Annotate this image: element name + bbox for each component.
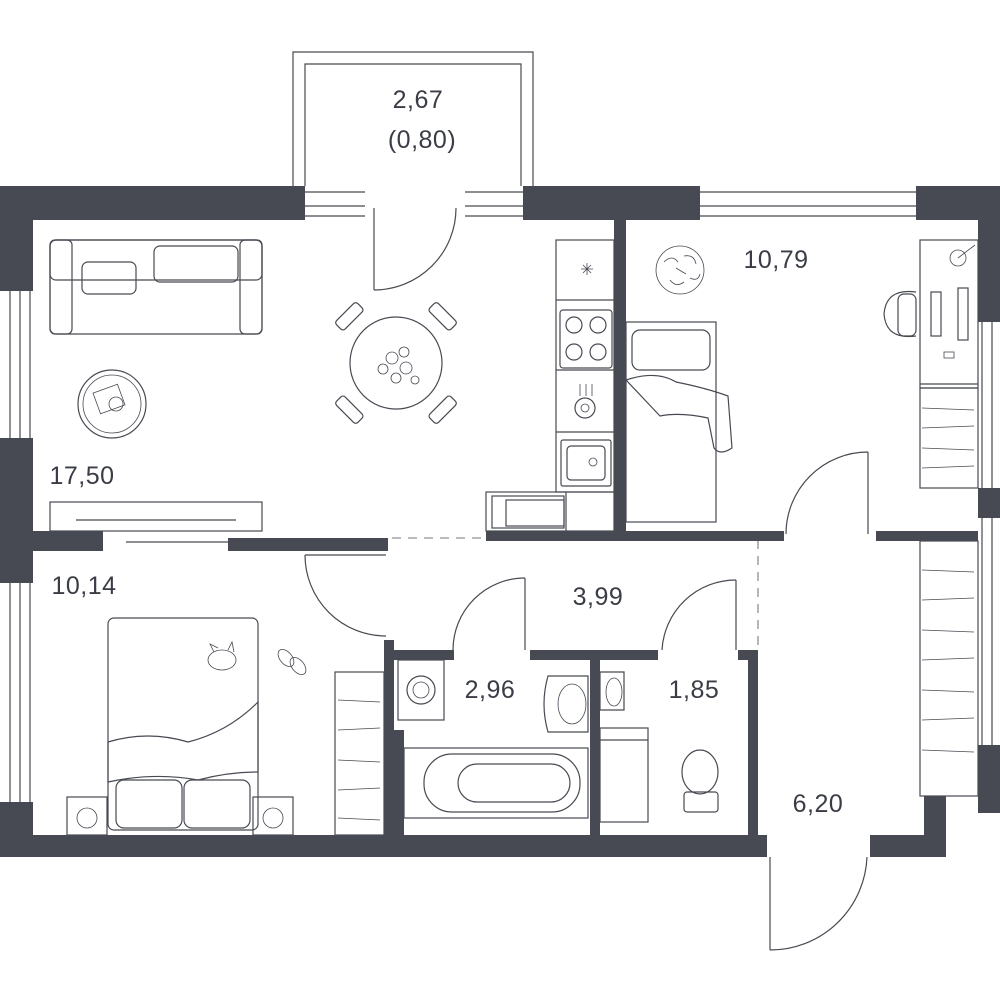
- dining-table-icon: [335, 302, 457, 424]
- living-kitchen-area: 17,50: [49, 462, 114, 490]
- double-bed-icon: [107, 617, 259, 831]
- desk-icon: [919, 239, 979, 389]
- star-icon: [581, 263, 593, 275]
- sink-icon: [560, 439, 612, 487]
- room-labels: 2,67 (0,80) 17,50 10,79 10,14 3,99 2,96 …: [49, 86, 844, 818]
- windows: [9, 191, 993, 802]
- oven-icon: [574, 384, 596, 419]
- nightstand-icon: [252, 796, 294, 836]
- toilet-area: 1,85: [669, 676, 720, 704]
- bathtub-icon: [403, 747, 589, 819]
- washbasin-icon: [599, 671, 625, 711]
- sofa-icon: [49, 239, 263, 335]
- toilet-icon: [681, 749, 719, 813]
- bedroom-area: 10,14: [51, 572, 116, 600]
- stove-icon: [559, 309, 613, 369]
- bathroom-area: 2,96: [465, 676, 516, 704]
- balcony-area: 2,67: [393, 86, 444, 114]
- washbasin-icon: [543, 675, 589, 733]
- cat-icon: [207, 640, 237, 671]
- nightstand-icon: [66, 796, 108, 836]
- wardrobe-icon: [334, 671, 385, 836]
- hall-area: 6,20: [793, 790, 844, 818]
- lamp-icon: [949, 244, 976, 267]
- slippers-icon: [277, 649, 307, 675]
- tv-icon: [49, 501, 263, 543]
- computer-icon: [930, 287, 969, 359]
- cabinet-icon: [599, 727, 649, 823]
- bedroom-small-area: 10,79: [743, 246, 808, 274]
- walls: [0, 186, 1000, 857]
- balcony-area-reduced: (0,80): [388, 126, 456, 154]
- microwave-icon: [485, 491, 615, 532]
- plant-icon: [655, 245, 705, 295]
- washing-machine-icon: [397, 659, 445, 721]
- wardrobe-icon: [919, 387, 979, 489]
- wardrobe-icon: [919, 540, 979, 797]
- doors[interactable]: [304, 207, 869, 951]
- round-rug-icon: [77, 369, 147, 439]
- corridor-area: 3,99: [573, 583, 624, 611]
- balcony-outline: [292, 51, 534, 186]
- office-chair-icon: [883, 290, 917, 338]
- single-bed-icon: [624, 321, 733, 523]
- zone-separators: [392, 537, 759, 650]
